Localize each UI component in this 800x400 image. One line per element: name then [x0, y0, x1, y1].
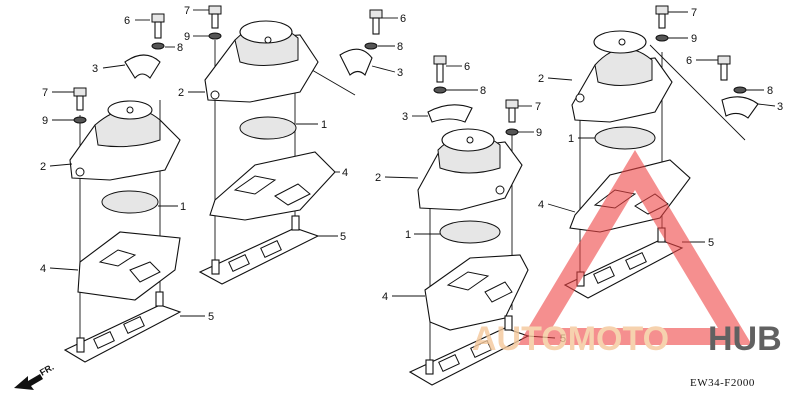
callout-4: 4	[342, 167, 348, 179]
callout-2: 2	[375, 172, 381, 184]
washer-8	[433, 86, 447, 94]
callout-6: 6	[464, 61, 470, 73]
bolt-7	[73, 87, 87, 111]
callout-7: 7	[42, 87, 48, 99]
callout-7: 7	[691, 7, 697, 19]
watermark-text-grey: HUB	[708, 320, 782, 358]
bolt-7	[655, 5, 669, 29]
callout-1: 1	[180, 201, 186, 213]
cushion-ring-1	[439, 220, 501, 244]
watermark: AUTOMOTO HUB	[472, 150, 782, 358]
engine-mount-2	[417, 128, 523, 211]
mount-assembly-left-center	[198, 5, 383, 285]
callout-9: 9	[691, 33, 697, 45]
cushion-ring-1	[101, 190, 159, 214]
stopper-plate-3	[124, 54, 161, 79]
callout-5: 5	[340, 231, 346, 243]
mount-assembly-right-center	[408, 55, 530, 386]
bolt-6	[151, 13, 165, 39]
bolt-7	[505, 99, 519, 123]
washer-8	[364, 42, 378, 50]
callout-2: 2	[178, 87, 184, 99]
watermark-triangle-icon	[518, 150, 752, 345]
mount-bracket-5	[63, 291, 182, 363]
callout-4: 4	[538, 199, 544, 211]
callout-leaders	[49, 9, 776, 339]
diagram-code: EW34-F2000	[690, 377, 755, 389]
callout-4: 4	[40, 263, 46, 275]
callout-1: 1	[568, 133, 574, 145]
callout-5: 5	[708, 237, 714, 249]
callout-1: 1	[321, 119, 327, 131]
front-direction-indicator: FR.	[14, 362, 56, 390]
washer-8	[151, 42, 165, 50]
stopper-plate-3	[721, 96, 759, 119]
callout-8: 8	[767, 85, 773, 97]
engine-mount-2	[571, 30, 673, 123]
bolt-6	[369, 9, 383, 35]
front-arrow-icon	[14, 374, 43, 390]
washer-8	[733, 86, 747, 94]
callout-3: 3	[92, 63, 98, 75]
washer-9	[208, 32, 222, 40]
callout-7: 7	[535, 101, 541, 113]
stopper-plate-3	[427, 104, 473, 123]
washer-9	[655, 34, 669, 42]
callout-2: 2	[40, 161, 46, 173]
mount-bracket-5	[408, 315, 530, 386]
bolt-7	[208, 5, 222, 29]
watermark-text-orange: AUTOMOTO	[472, 320, 669, 358]
washer-9	[505, 128, 519, 136]
washer-9	[73, 116, 87, 124]
mount-plate-4	[77, 231, 181, 301]
front-direction-label: FR.	[38, 362, 56, 378]
callout-3: 3	[397, 67, 403, 79]
callout-7: 7	[184, 5, 190, 17]
callout-9: 9	[184, 31, 190, 43]
callout-2: 2	[538, 73, 544, 85]
mount-plate-4	[424, 254, 529, 331]
callout-8: 8	[397, 41, 403, 53]
bolt-6	[717, 55, 731, 81]
callout-labels: 6 8 3 7 9 2 1 4 5 7 9 2 1 4 5 6 8 3 6 8 …	[40, 5, 783, 345]
engine-mount-2	[204, 20, 319, 103]
callout-6: 6	[400, 13, 406, 25]
callout-6: 6	[124, 15, 130, 27]
engine-mount-2	[69, 100, 181, 181]
mount-bracket-5	[198, 215, 320, 285]
callout-3: 3	[402, 111, 408, 123]
mount-assembly-left	[63, 13, 182, 363]
stopper-plate-3	[339, 48, 373, 76]
callout-8: 8	[480, 85, 486, 97]
callout-9: 9	[42, 115, 48, 127]
callout-9: 9	[536, 127, 542, 139]
callout-5: 5	[208, 311, 214, 323]
callout-3: 3	[777, 101, 783, 113]
callout-6: 6	[686, 55, 692, 67]
callout-4: 4	[382, 291, 388, 303]
cushion-ring-1	[594, 126, 656, 150]
bolt-6	[433, 55, 447, 83]
cushion-ring-1	[239, 116, 297, 140]
callout-1: 1	[405, 229, 411, 241]
callout-8: 8	[177, 42, 183, 54]
mount-plate-4	[209, 151, 336, 221]
